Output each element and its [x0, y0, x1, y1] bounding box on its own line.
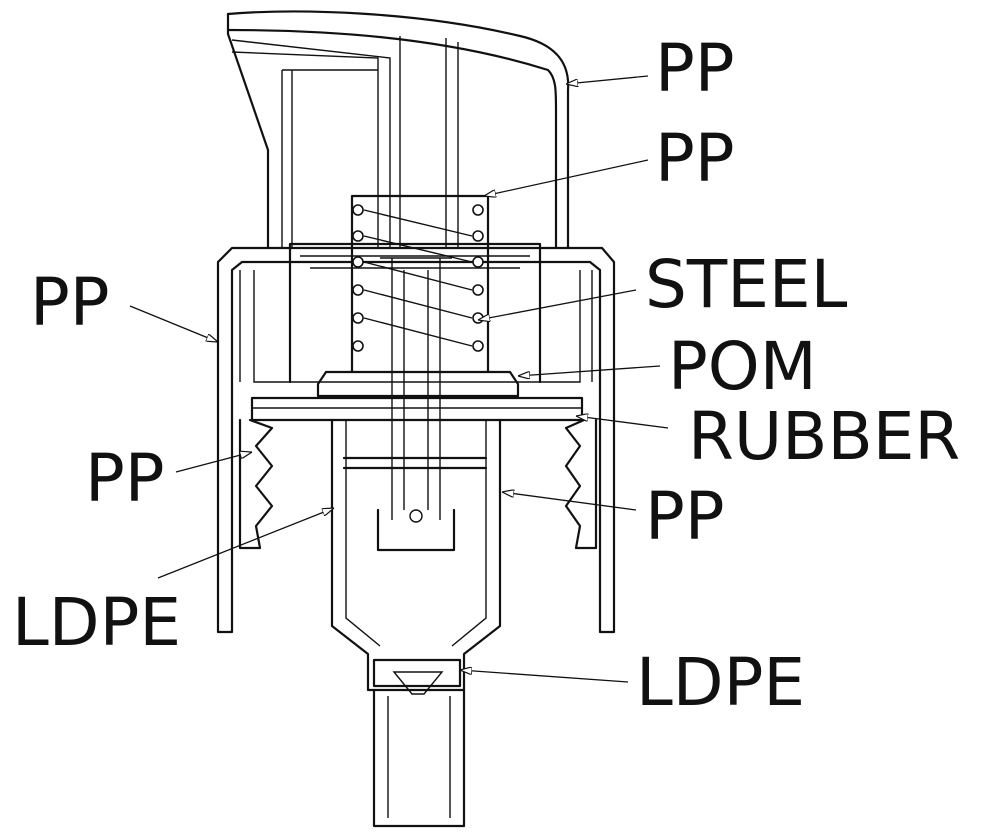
actuator-head: [226, 10, 570, 250]
label-body-seal-material: LDPE: [12, 584, 182, 661]
piston-stem: [350, 194, 490, 523]
piston-seal: [316, 370, 520, 398]
valve: [372, 658, 462, 695]
label-valve-material: LDPE: [636, 644, 806, 721]
closure-thread: [238, 418, 598, 550]
label-actuator-material: PP: [655, 30, 735, 107]
label-pump-body-material: PP: [645, 478, 725, 555]
pump-body: [330, 418, 502, 692]
label-spring-material: STEEL: [645, 246, 848, 323]
label-closure-thread-material: PP: [85, 440, 165, 517]
dip-tube: [372, 688, 466, 828]
closure-outer-skirt: [216, 246, 616, 634]
gasket: [250, 396, 584, 422]
label-closure-left-material: PP: [30, 264, 110, 341]
label-piston-stem-material: PP: [655, 120, 735, 197]
spring-coils: [352, 204, 484, 352]
collar: [288, 242, 542, 384]
label-gasket-material: RUBBER: [688, 398, 961, 475]
leader-lines: [129, 75, 669, 683]
label-piston-seal-material: POM: [668, 328, 817, 405]
